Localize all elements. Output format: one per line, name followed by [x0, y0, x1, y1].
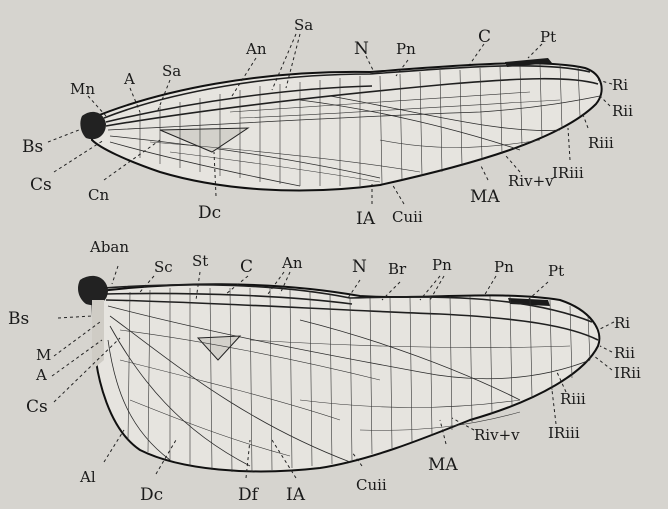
label-ri-2: Ri: [614, 314, 630, 332]
label-riii-2: Riii: [560, 390, 586, 408]
label-sa-2: Sa: [294, 16, 313, 34]
label-n: N: [354, 39, 369, 59]
label-sa: Sa: [162, 62, 181, 80]
label-c-2: C: [240, 257, 253, 277]
label-ri: Ri: [612, 76, 628, 94]
label-ma: MA: [470, 187, 500, 207]
label-rii: Rii: [612, 102, 633, 120]
label-pn: Pn: [396, 40, 416, 58]
label-pt: Pt: [540, 28, 556, 46]
label-cs: Cs: [30, 175, 52, 195]
label-br: Br: [388, 260, 407, 278]
label-irii: IRii: [614, 364, 641, 382]
label-sc: Sc: [154, 258, 173, 276]
label-a-2: A: [35, 366, 47, 384]
label-an-2: An: [281, 254, 303, 272]
label-cn: Cn: [88, 186, 109, 204]
label-df: Df: [238, 485, 260, 505]
hindwing: [78, 276, 599, 472]
label-aban: Aban: [89, 238, 129, 256]
label-cuii: Cuii: [392, 208, 423, 226]
label-mn: Mn: [70, 80, 95, 98]
label-pn-2: Pn: [432, 256, 452, 274]
label-al: Al: [79, 468, 96, 486]
forewing: [80, 58, 601, 191]
label-ia: IA: [356, 209, 376, 229]
label-a: A: [123, 70, 135, 88]
label-rivv-2: Riv+v: [474, 426, 520, 444]
label-pt-2: Pt: [548, 262, 564, 280]
label-c: C: [478, 27, 491, 47]
label-pn-3: Pn: [494, 258, 514, 276]
label-m: M: [36, 346, 51, 364]
label-iriii: IRiii: [552, 164, 584, 182]
label-riii: Riii: [588, 134, 614, 152]
hindwing-outline: [92, 284, 599, 471]
label-bs: Bs: [22, 137, 43, 157]
label-dc-2: Dc: [140, 485, 163, 505]
label-bs-2: Bs: [8, 309, 29, 329]
label-ia-2: IA: [286, 485, 306, 505]
label-n-2: N: [352, 257, 367, 277]
label-cuii-2: Cuii: [356, 476, 387, 494]
label-st: St: [192, 252, 208, 270]
label-iriii-2: IRiii: [548, 424, 580, 442]
label-rivv: Riv+v: [508, 172, 554, 190]
label-rii-2: Rii: [614, 344, 635, 362]
label-dc: Dc: [198, 203, 221, 223]
label-ma-2: MA: [428, 455, 458, 475]
label-cs-2: Cs: [26, 397, 48, 417]
label-an: An: [245, 40, 267, 58]
